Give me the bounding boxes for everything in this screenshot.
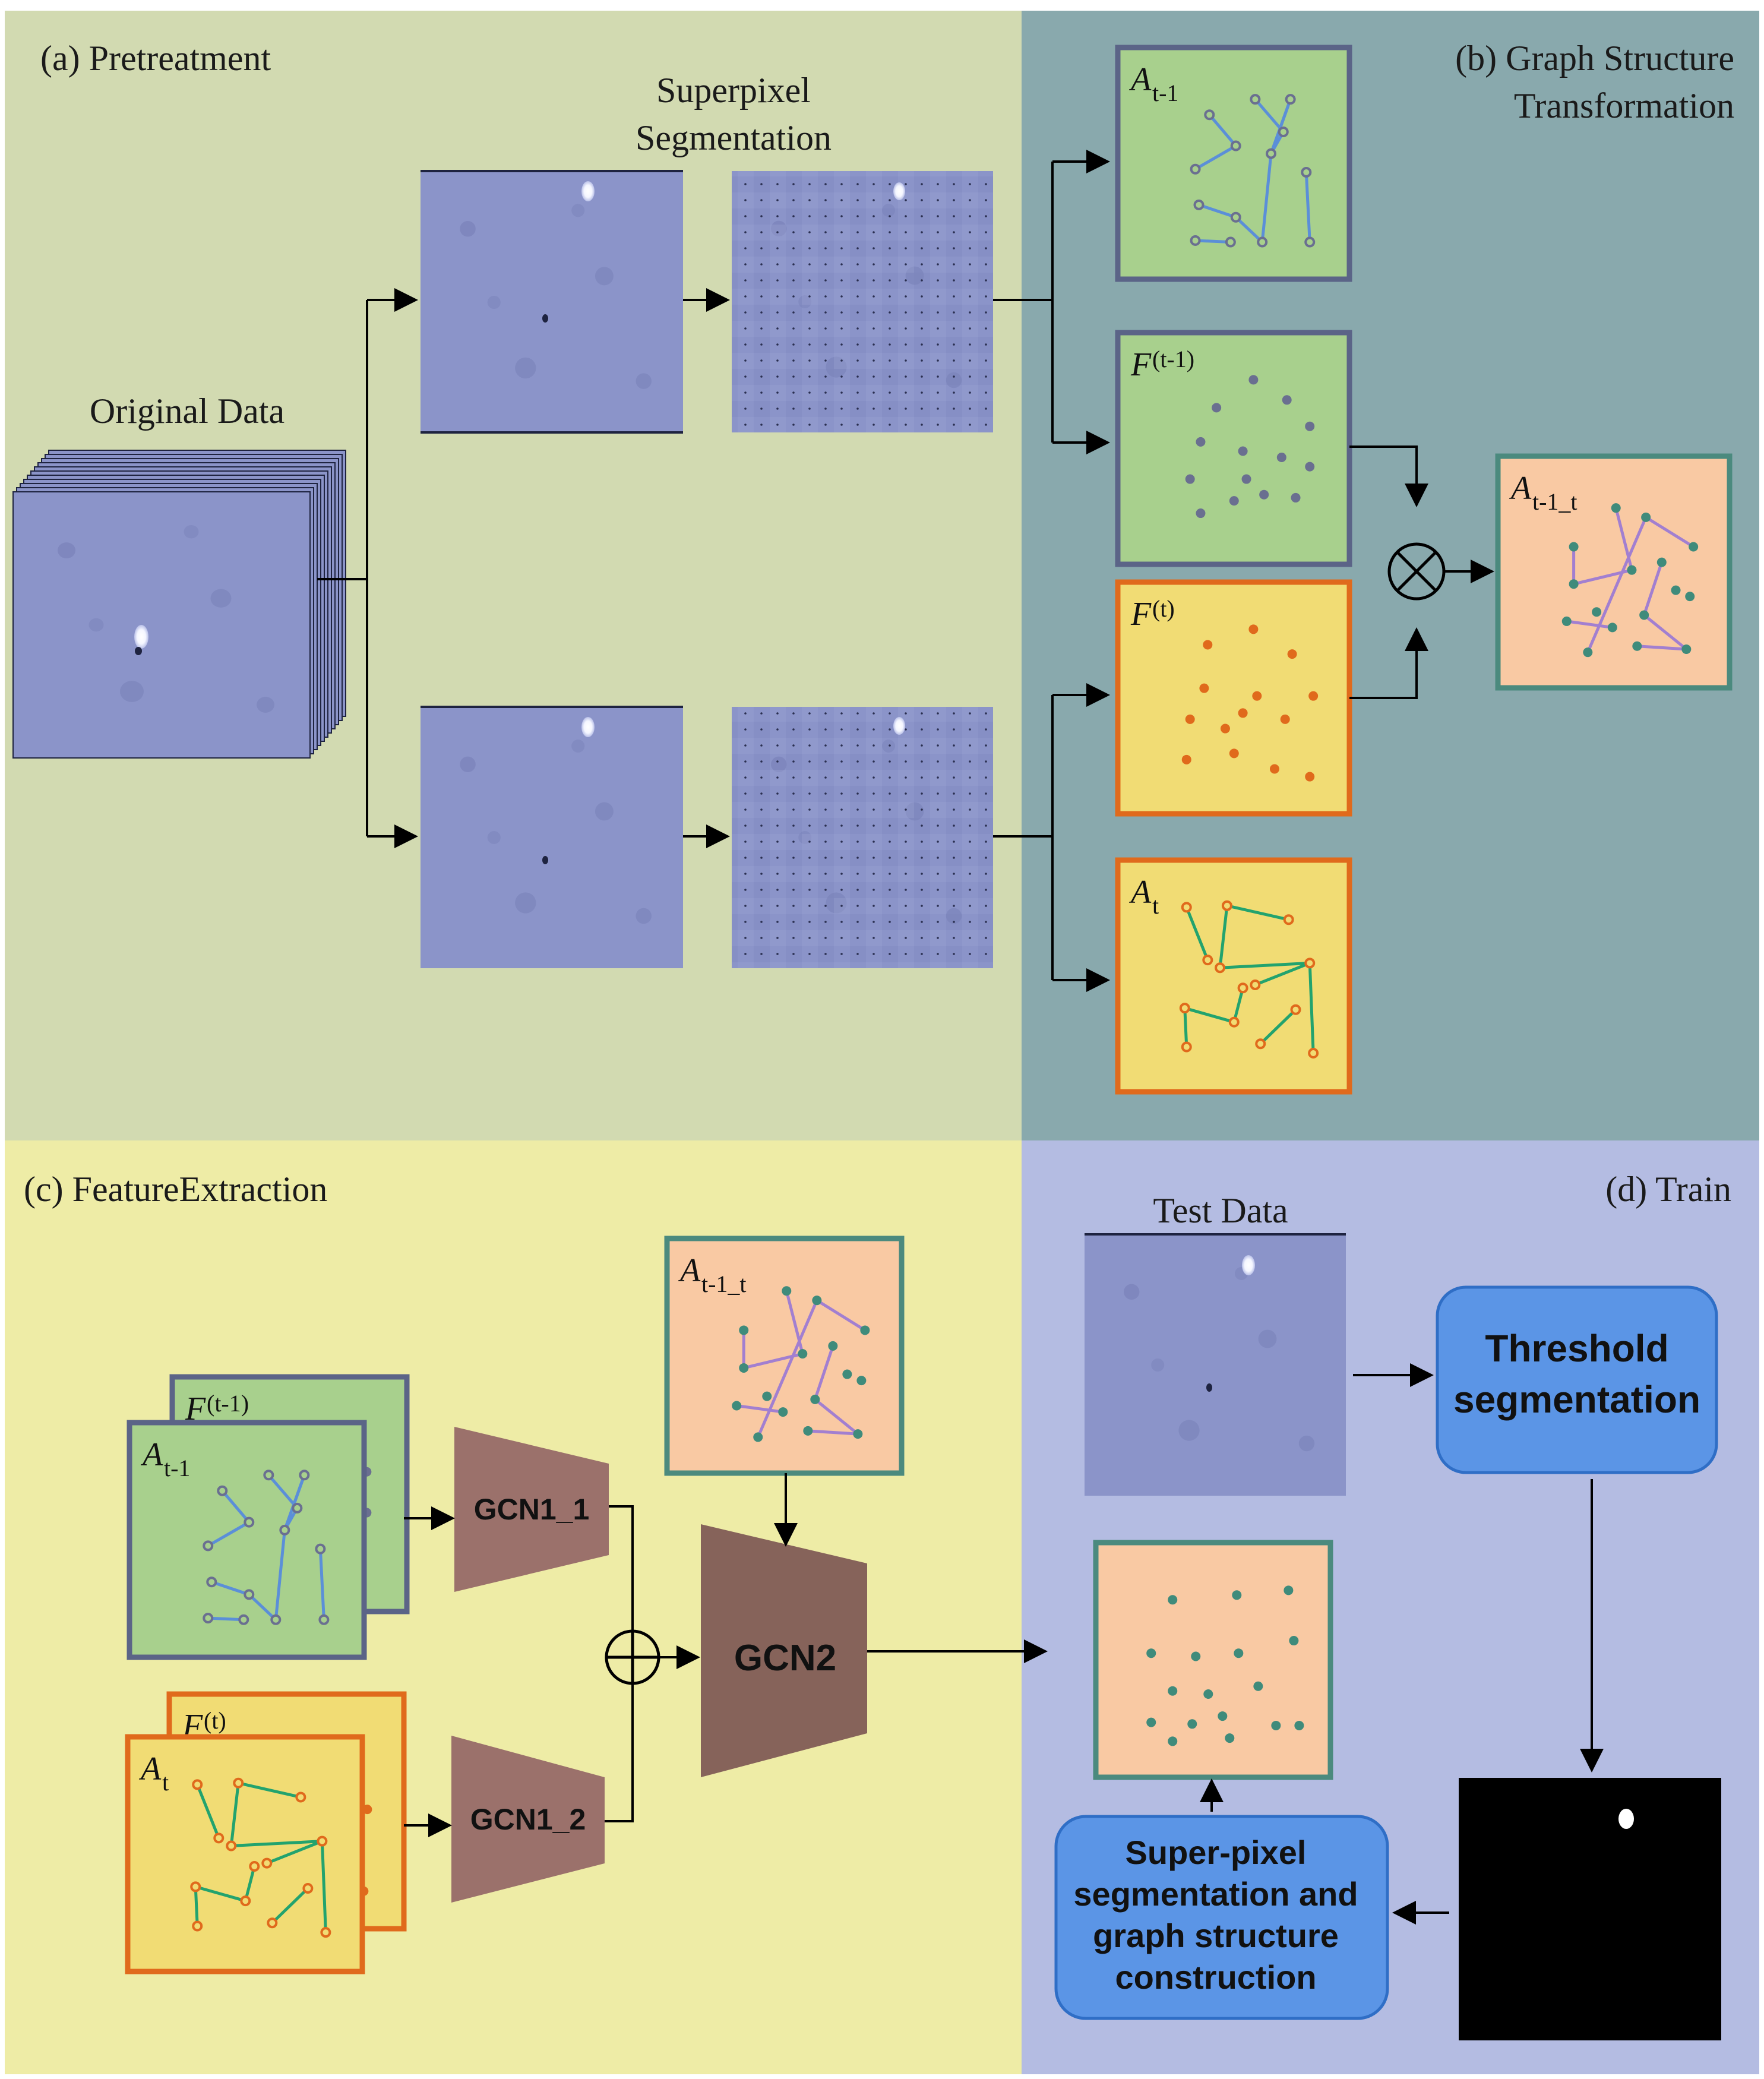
svg-text:segmentation: segmentation <box>1453 1378 1700 1421</box>
svg-text:t-1_t: t-1_t <box>701 1271 747 1297</box>
svg-text:t-1: t-1 <box>1152 80 1178 106</box>
superpixel-graph-construction-box: Super-pixel segmentation and graph struc… <box>1054 1815 1389 2020</box>
svg-text:t-1: t-1 <box>164 1455 190 1481</box>
svg-text:A: A <box>140 1436 163 1473</box>
panel-b-title-line2: Transformation <box>1514 86 1734 125</box>
svg-text:GCN2: GCN2 <box>734 1638 836 1679</box>
original-data-stack <box>12 450 346 759</box>
superpixel-t-image <box>732 707 993 968</box>
panel-b-title-line1: (b) Graph Structure <box>1455 39 1734 78</box>
superpixel-t-minus-1-image <box>732 171 993 432</box>
svg-text:A: A <box>138 1751 162 1787</box>
svg-text:Threshold: Threshold <box>1485 1327 1668 1370</box>
svg-text:GCN1_2: GCN1_2 <box>470 1803 586 1836</box>
gcn2-block: GCN2 <box>701 1524 867 1777</box>
superpixel-label-line1: Superpixel <box>656 71 811 110</box>
test-data-label: Test Data <box>1153 1191 1288 1230</box>
add-operator-icon <box>605 1629 660 1685</box>
svg-text:(t-1): (t-1) <box>1152 346 1194 372</box>
panel-d-connectors <box>1200 1363 1604 1925</box>
svg-text:F: F <box>1130 596 1152 633</box>
multiply-operator-icon <box>1387 542 1446 601</box>
original-data-label: Original Data <box>90 391 284 431</box>
panel-b-connectors <box>1349 446 1494 699</box>
gcn1-1-block: GCN1_1 <box>454 1427 609 1592</box>
threshold-segmentation-box: Threshold segmentation <box>1436 1285 1718 1474</box>
svg-text:GCN1_1: GCN1_1 <box>474 1493 590 1526</box>
svg-text:A: A <box>1128 874 1152 911</box>
svg-text:F: F <box>1130 346 1152 383</box>
svg-text:graph structure: graph structure <box>1093 1917 1339 1954</box>
panel-a-connectors <box>317 150 1110 992</box>
features-t-box: F(t) <box>1115 579 1352 817</box>
panel-c-connectors <box>404 1473 1048 1837</box>
panel-a-title: (a) Pretreatment <box>40 39 271 78</box>
svg-text:(t): (t) <box>1152 595 1175 622</box>
svg-text:t-1_t: t-1_t <box>1532 488 1578 515</box>
panel-c-title: (c) FeatureExtraction <box>24 1170 327 1209</box>
svg-text:Super-pixel: Super-pixel <box>1126 1834 1307 1871</box>
svg-text:t: t <box>1152 892 1159 919</box>
svg-text:t: t <box>162 1769 169 1796</box>
svg-text:A: A <box>678 1252 701 1289</box>
svg-text:A: A <box>1128 61 1152 98</box>
svg-text:(t-1): (t-1) <box>207 1390 249 1417</box>
svg-text:construction: construction <box>1115 1958 1316 1996</box>
superpixel-label-line2: Segmentation <box>636 118 832 157</box>
svg-text:(t): (t) <box>204 1707 226 1734</box>
frame-t-image <box>421 706 683 968</box>
features-t-minus-1-box: F(t-1) <box>1115 330 1352 567</box>
frame-t-minus-1-image <box>421 170 683 434</box>
svg-text:segmentation and: segmentation and <box>1073 1875 1358 1913</box>
panel-d-title: (d) Train <box>1605 1170 1731 1209</box>
gcn1-2-block: GCN1_2 <box>451 1736 605 1903</box>
output-graph-box <box>1093 1540 1333 1780</box>
test-data-image <box>1085 1233 1346 1496</box>
svg-text:A: A <box>1509 470 1532 507</box>
segmentation-mask-image <box>1459 1778 1721 2040</box>
